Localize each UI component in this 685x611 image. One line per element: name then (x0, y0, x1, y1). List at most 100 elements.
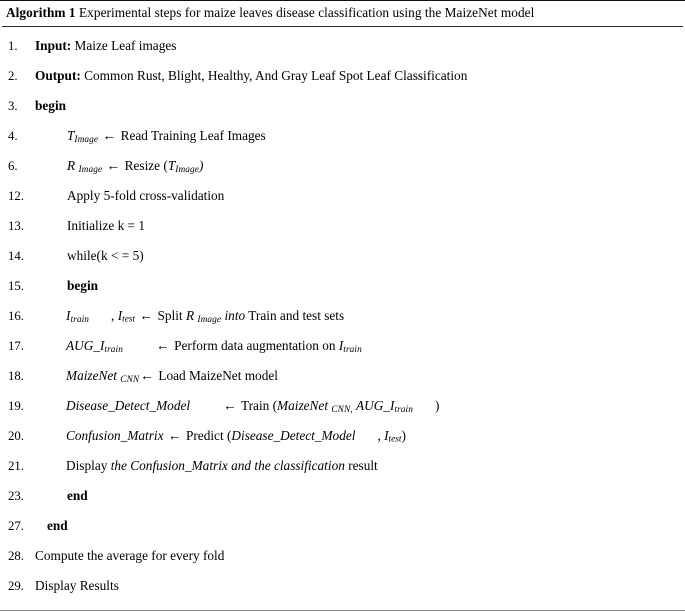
step-number: 6. (8, 159, 18, 173)
algorithm-step-row: 16. Itrain, Itest ← Split R Image into T… (0, 301, 685, 331)
assign-arrow-icon: ← (223, 398, 237, 413)
argument-subscript: CNN, (331, 405, 353, 416)
algorithm-caption-label: Algorithm 1 (6, 5, 76, 20)
argument-variable: I (338, 338, 344, 353)
step-content: TImage ← Read Training Leaf Images (30, 121, 685, 155)
variable-subscript: Image (78, 165, 103, 176)
algorithm-step-row: 27. end (0, 511, 685, 541)
algorithm-step-row: 6. R Image ← Resize (TImage) (0, 151, 685, 181)
operation-name: Train ( (240, 398, 278, 413)
variable-subscript: CNN (120, 375, 140, 386)
variable-name: I (66, 308, 71, 323)
paren-close: ) (435, 398, 440, 413)
comma-separator: , (377, 428, 381, 443)
argument-subscript: train (343, 345, 362, 356)
argument-variable: R (185, 308, 195, 323)
argument-subscript: test (388, 434, 402, 445)
step-text: Common Rust, Blight, Healthy, And Gray L… (84, 68, 468, 83)
argument-subscript: train (394, 405, 413, 416)
step-content: Itrain, Itest ← Split R Image into Train… (30, 301, 685, 335)
step-content: R Image ← Resize (TImage) (30, 151, 685, 185)
algorithm-step-row: 21. Display the Confusion_Matrix and the… (0, 451, 685, 481)
algorithm-step-row: 12. Apply 5-fold cross-validation (0, 181, 685, 211)
comma-separator: , (111, 308, 115, 323)
argument-variable: I (384, 428, 389, 443)
step-number: 17. (8, 339, 24, 353)
step-number: 13. (8, 219, 24, 233)
variable-subscript: train (104, 345, 123, 356)
argument-variable: AUG_I (356, 398, 395, 413)
step-keyword: end (67, 488, 88, 503)
step-content: while(k < = 5) (67, 248, 144, 263)
step-number: 20. (8, 429, 24, 443)
algorithm-caption: Algorithm 1 Experimental steps for maize… (0, 1, 685, 26)
variable-name: Confusion_Matrix (66, 428, 164, 443)
step-number: 1. (8, 39, 18, 53)
step-content: Compute the average for every fold (35, 548, 225, 563)
assign-arrow-icon: ← (140, 368, 154, 383)
step-keyword: Output: (35, 68, 81, 83)
variable-name: MaizeNet (66, 368, 117, 383)
step-text: Resize ( (124, 158, 168, 173)
algorithm-step-row: 3. begin (0, 91, 685, 121)
step-number: 15. (8, 279, 24, 293)
step-content: Input: Maize Leaf images (30, 31, 685, 61)
variable-subscript: Image (74, 135, 99, 146)
caption-divider (2, 26, 683, 27)
step-number: 14. (8, 249, 24, 263)
operation-name: Split (157, 308, 183, 323)
keyword-into: into (224, 308, 246, 323)
step-content: Initialize k = 1 (67, 218, 146, 233)
algorithm-step-row: 1. Input: Maize Leaf images (0, 31, 685, 61)
step-content: Display Results (35, 578, 119, 593)
operation-name: Predict ( (185, 428, 232, 443)
step-number: 21. (8, 459, 24, 473)
step-number: 19. (8, 399, 24, 413)
algorithm-step-row: 2. Output: Common Rust, Blight, Healthy,… (0, 61, 685, 91)
algorithm-step-row: 23. end (0, 481, 685, 511)
step-keyword: Input: (35, 38, 72, 53)
step-content: AUG_Itrain← Perform data augmentation on… (30, 331, 685, 365)
variable-name: Disease_Detect_Model (66, 398, 191, 413)
step-content: Disease_Detect_Model← Train (MaizeNet CN… (30, 391, 685, 425)
paren-close: ) (401, 428, 406, 443)
step-text: Load MaizeNet model (158, 368, 278, 383)
step-number: 28. (8, 549, 24, 563)
variable-subscript: test (122, 314, 136, 325)
step-content: end (30, 511, 685, 541)
step-text: result (348, 458, 378, 473)
algorithm-step-row: 13. Initialize k = 1 (0, 211, 685, 241)
step-number: 29. (8, 579, 24, 593)
step-keyword: begin (67, 278, 99, 293)
step-text: Read Training Leaf Images (120, 128, 266, 143)
algorithm-step-row: 17. AUG_Itrain← Perform data augmentatio… (0, 331, 685, 361)
step-number: 4. (8, 129, 18, 143)
step-keyword: begin (35, 98, 67, 113)
argument-variable: Disease_Detect_Model (231, 428, 356, 443)
step-number: 12. (8, 189, 24, 203)
algorithm-step-row: 15. begin (0, 271, 685, 301)
variable-name: R (67, 158, 76, 173)
step-content: begin (30, 91, 685, 121)
assign-arrow-icon: ← (106, 158, 121, 173)
variable-subscript: train (70, 315, 90, 326)
assign-arrow-icon: ← (139, 308, 154, 323)
assign-arrow-icon: ← (167, 428, 182, 443)
variable-name: T (67, 128, 75, 143)
argument-variable: T (167, 158, 176, 173)
algorithm-step-row: 29. Display Results (0, 571, 685, 601)
algorithm-steps-list: 1. Input: Maize Leaf images 2. Output: C… (0, 27, 685, 601)
algorithm-step-row: 14. while(k < = 5) (0, 241, 685, 271)
variable-name: I (117, 308, 123, 323)
assign-arrow-icon: ← (156, 338, 170, 353)
assign-arrow-icon: ← (102, 128, 117, 143)
paren-close: ) (198, 158, 204, 173)
step-number: 23. (8, 489, 24, 503)
variable-name: AUG_I (66, 338, 105, 353)
step-number: 27. (8, 519, 24, 533)
algorithm-step-row: 18. MaizeNet CNN← Load MaizeNet model (0, 361, 685, 391)
step-text: Display (66, 458, 108, 473)
algorithm-step-row: 20. Confusion_Matrix ← Predict (Disease_… (0, 421, 685, 451)
step-keyword: end (47, 518, 68, 533)
